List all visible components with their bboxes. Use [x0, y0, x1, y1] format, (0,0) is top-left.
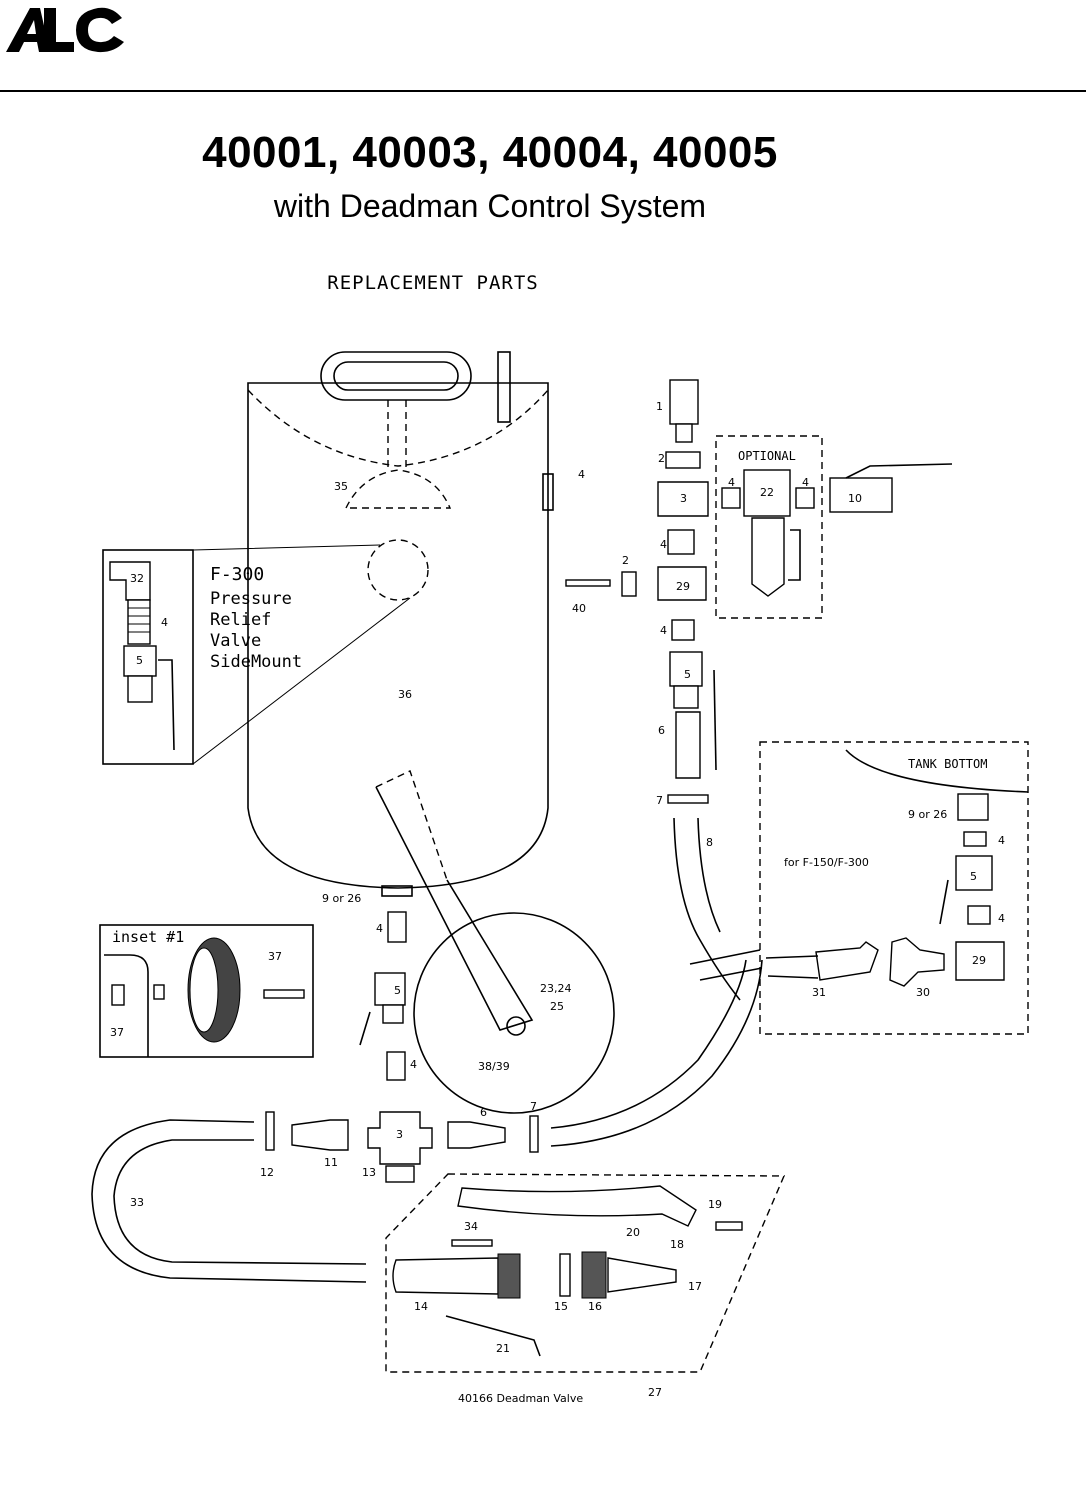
tank-bottom-box [759, 741, 1029, 1035]
f300-inset [102, 544, 411, 765]
part-4: 4 [998, 912, 1005, 925]
f300-line3: Valve [210, 631, 261, 651]
part-4: 4 [161, 616, 168, 629]
callout-labels: F-300 Pressure Relief Valve SideMount OP… [112, 449, 987, 1405]
page-subtitle: with Deadman Control System [273, 188, 707, 224]
inset-1 [99, 924, 314, 1058]
part-9-or-26: 9 or 26 [908, 808, 947, 821]
part-2: 2 [622, 554, 629, 567]
part-5: 5 [684, 668, 691, 681]
part-4: 4 [728, 476, 735, 489]
part-7: 7 [530, 1100, 537, 1113]
alc-logo [6, 7, 124, 53]
part-20: 20 [626, 1226, 640, 1239]
deadman-valve-box [385, 1173, 786, 1373]
f300-line4: SideMount [210, 652, 302, 672]
part-5: 5 [970, 870, 977, 883]
part-23-24: 23,24 [540, 982, 572, 995]
part-5: 5 [394, 984, 401, 997]
part-15: 15 [554, 1300, 568, 1313]
part-4: 4 [578, 468, 585, 481]
part-29: 29 [676, 580, 690, 593]
part-22: 22 [760, 486, 774, 499]
f300-line2: Relief [210, 610, 271, 630]
part-21: 21 [496, 1342, 510, 1355]
deadman-valve-label: 40166 Deadman Valve [458, 1392, 583, 1405]
part-25: 25 [550, 1000, 564, 1013]
part-3: 3 [396, 1128, 403, 1141]
part-3: 3 [680, 492, 687, 505]
part-2: 2 [658, 452, 665, 465]
part-1: 1 [656, 400, 663, 413]
part-13: 13 [362, 1166, 376, 1179]
inset-label: inset #1 [112, 928, 184, 946]
part-27: 27 [648, 1386, 662, 1399]
page-title: 40001, 40003, 40004, 40005 [202, 128, 778, 177]
part-12: 12 [260, 1166, 274, 1179]
part-10: 10 [848, 492, 862, 505]
part-34: 34 [464, 1220, 478, 1233]
part-6: 6 [480, 1106, 487, 1119]
part-19: 19 [708, 1198, 722, 1211]
part-36: 36 [398, 688, 412, 701]
center-fittings [265, 959, 763, 1153]
part-8: 8 [706, 836, 713, 849]
part-31: 31 [812, 986, 826, 999]
part-6: 6 [658, 724, 665, 737]
part-4: 4 [660, 538, 667, 551]
hose-33 [91, 1119, 367, 1283]
part-40: 40 [572, 602, 586, 615]
part-4: 4 [802, 476, 809, 489]
part-11: 11 [324, 1156, 338, 1169]
part-37: 37 [268, 950, 282, 963]
part-4: 4 [376, 922, 383, 935]
optional-label: OPTIONAL [738, 449, 796, 463]
part-14: 14 [414, 1300, 428, 1313]
part-32: 32 [130, 572, 144, 585]
f300-line1: Pressure [210, 589, 292, 609]
part-29: 29 [972, 954, 986, 967]
part-5: 5 [136, 654, 143, 667]
part-17: 17 [688, 1280, 702, 1293]
part-35: 35 [334, 480, 348, 493]
part-number-labels: 1 2 2 3 3 4 4 4 4 4 4 4 4 4 4 40 5 5 5 5… [110, 400, 1005, 1399]
tank-arm [375, 770, 534, 1036]
lower-valve-stack [359, 911, 433, 1183]
part-37: 37 [110, 1026, 124, 1039]
f300-title: F-300 [210, 564, 264, 585]
part-38-39: 38/39 [478, 1060, 510, 1073]
part-4: 4 [998, 834, 1005, 847]
part-4: 4 [410, 1058, 417, 1071]
wheel [413, 912, 615, 1114]
part-4: 4 [660, 624, 667, 637]
section-title: REPLACEMENT PARTS [327, 272, 539, 294]
tank-body [247, 351, 554, 897]
part-7: 7 [656, 794, 663, 807]
part-9-or-26: 9 or 26 [322, 892, 361, 905]
part-30: 30 [916, 986, 930, 999]
part-18: 18 [670, 1238, 684, 1251]
for-models-label: for F-150/F-300 [784, 856, 869, 869]
part-33: 33 [130, 1196, 144, 1209]
page-header [0, 0, 1086, 92]
optional-box [715, 435, 953, 619]
part-16: 16 [588, 1300, 602, 1313]
tank-bottom-label: TANK BOTTOM [908, 757, 987, 771]
right-column [565, 379, 763, 1001]
